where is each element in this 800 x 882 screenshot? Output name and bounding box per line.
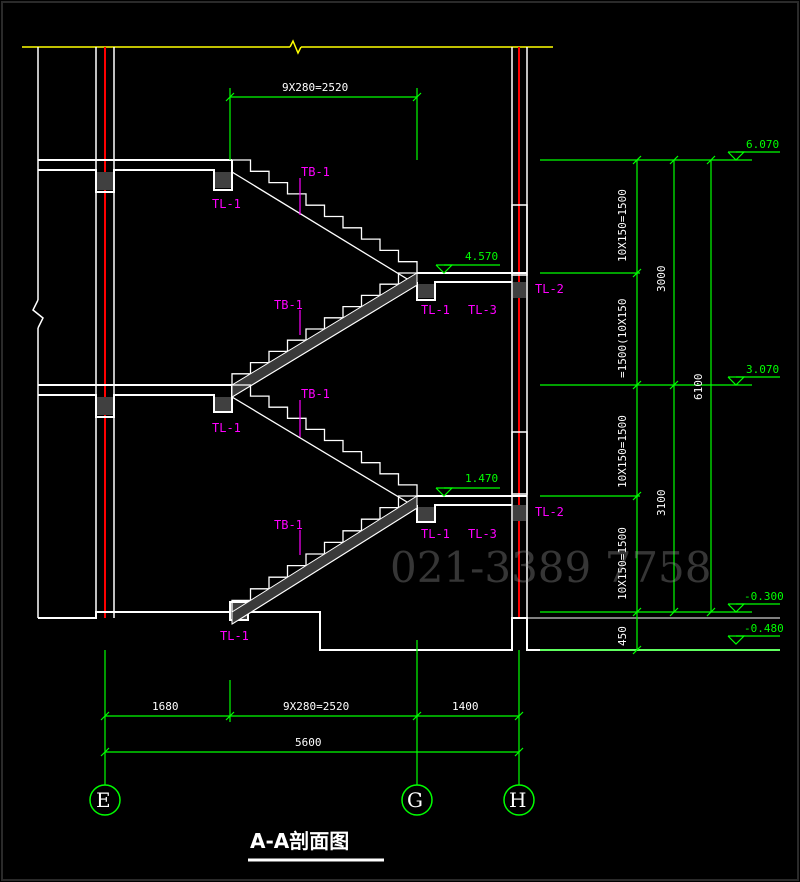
level-landing-upper: 4.570 (465, 250, 498, 263)
bottom-run-dim: 9X280=2520 (283, 700, 349, 713)
bottom-left-dim: 1680 (152, 700, 179, 713)
top-dimension (225, 88, 422, 160)
right-wall (511, 47, 528, 618)
right-dimension-lines (540, 155, 780, 655)
tl1-label-3: TL-1 (220, 629, 249, 643)
flight-lower-bottom-dim: 10X150=1500 (616, 527, 629, 600)
bottom-right-dim: 1400 (452, 700, 479, 713)
tl3-label-1: TL-3 (468, 303, 497, 317)
tl3-label-2: TL-3 (468, 527, 497, 541)
flight-lower-top-dim: 10X150=1500 (616, 415, 629, 488)
floor-lower-dim: 3100 (655, 490, 668, 517)
top-slab-line (22, 39, 553, 55)
stair-soffit-line (231, 396, 418, 509)
level-markers (435, 151, 780, 645)
axis-h: H (509, 788, 526, 812)
foundation-dim: 450 (616, 626, 629, 646)
level-ground: -0.300 (744, 590, 784, 603)
bottom-total-dim: 5600 (295, 736, 322, 749)
stair-step-profile (232, 159, 418, 273)
left-wall (32, 47, 115, 618)
bottom-dimension-lines (100, 640, 524, 785)
stair-step-profile (232, 384, 418, 496)
tl2-label-2: TL-2 (535, 505, 564, 519)
tl2-label-1: TL-2 (535, 282, 564, 296)
tl1-label-5: TL-1 (421, 527, 450, 541)
tb1-label-4: TB-1 (274, 518, 303, 532)
tb1-label-2: TB-1 (274, 298, 303, 312)
axis-e: E (96, 788, 111, 812)
stair-cut-slab (231, 495, 418, 625)
column-lines (104, 47, 520, 618)
tl1-label-4: TL-1 (421, 303, 450, 317)
tb1-label-3: TB-1 (301, 387, 330, 401)
flight-4-up (231, 495, 418, 625)
level-landing-lower: 1.470 (465, 472, 498, 485)
watermark: 021-3389 7758 (390, 543, 711, 592)
level-top: 6.070 (746, 138, 779, 151)
stair-flights (231, 159, 418, 625)
flight-upper-top-dim: 10X150=1500 (616, 189, 629, 262)
top-run-dim: 9X280=2520 (282, 81, 348, 94)
floor-upper-dim: 3000 (655, 266, 668, 293)
drawing-title: A-A剖面图 (250, 829, 349, 853)
stair-cut-slab (231, 272, 418, 398)
level-foundation: -0.480 (744, 622, 784, 635)
axis-g: G (407, 788, 423, 812)
flight-2-up (231, 272, 418, 398)
total-height-dim: 6100 (692, 374, 705, 401)
axis-bubbles (89, 784, 535, 816)
flight-3-down (231, 384, 418, 509)
tb1-label-1: TB-1 (301, 165, 330, 179)
tl1-label-1: TL-1 (212, 197, 241, 211)
flight-1-down (231, 159, 418, 286)
flight-upper-bottom-dim: =1500(10X150 (616, 299, 629, 378)
tl1-label-2: TL-1 (212, 421, 241, 435)
level-middle: 3.070 (746, 363, 779, 376)
stair-soffit-line (231, 171, 418, 286)
